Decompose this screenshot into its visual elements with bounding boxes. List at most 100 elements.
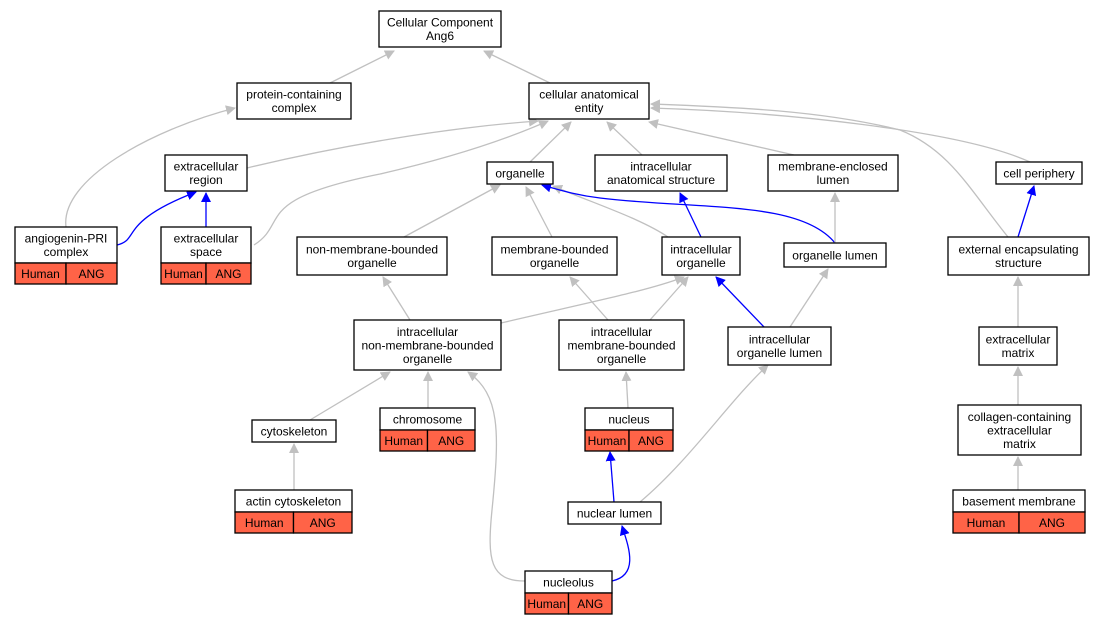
node-label-line: extracellular: [174, 160, 239, 174]
edge-membrane-bounded-organelle-to-organelle: [525, 186, 553, 238]
node-box: [164, 154, 248, 192]
edge-intracellular-anatomical-structure-to-cellular-anatomical-entity: [606, 121, 643, 156]
node-label-line: actin cytoskeleton: [246, 494, 341, 508]
annotation-gene: ANG: [310, 516, 336, 530]
node-intracellular-non-membrane-bounded-organelle[interactable]: intracellularnon-membrane-boundedorganel…: [353, 319, 502, 371]
node-organelle-lumen[interactable]: organelle lumen: [783, 242, 887, 268]
annotation-gene-cell: [567, 592, 613, 615]
annotation-gene: ANG: [78, 267, 104, 281]
annotation-species: Human: [384, 434, 423, 448]
node-label-line: external encapsulating: [958, 243, 1078, 257]
node-label-line: non-membrane-bounded: [306, 243, 438, 257]
node-label-line: organelle: [597, 352, 647, 366]
node-label-line: anatomical structure: [607, 173, 715, 187]
is-a-edge-line: [525, 186, 553, 238]
node-label-line: organelle: [676, 256, 726, 270]
edge-non-membrane-bounded-organelle-to-organelle: [403, 184, 501, 238]
part-of-edge-line: [605, 451, 616, 503]
part-of-edge-line: [116, 190, 197, 246]
is-a-edge-line: [606, 121, 643, 156]
annotation-gene-cell: [426, 429, 476, 452]
node-label-line: organelle: [403, 352, 453, 366]
edge-intracellular-organelle-lumen-to-organelle-lumen: [789, 268, 829, 328]
edge-intracellular-organelle-lumen-to-intracellular-organelle: [715, 276, 765, 328]
annotation-gene: ANG: [1039, 516, 1065, 530]
edge-extracellular-space-to-cellular-anatomical-entity: [253, 120, 549, 246]
is-a-edge-line: [500, 275, 685, 324]
node-label-line: complex: [272, 101, 317, 115]
node-box: [236, 82, 352, 120]
node-label-line: chromosome: [393, 412, 463, 426]
edge-angiogenin-pri-complex-to-protein-containing-complex: [65, 105, 236, 228]
node-label-line: membrane-enclosed: [778, 160, 887, 174]
node-label-line: organelle: [347, 256, 397, 270]
edge-intracellular-membrane-bounded-organelle-to-membrane-bounded-organelle: [569, 276, 609, 321]
node-cytoskeleton[interactable]: cytoskeleton: [251, 419, 337, 443]
node-label-line: extracellular: [174, 232, 239, 246]
edge-protein-containing-complex-to-root: [329, 50, 395, 84]
node-box: [251, 419, 337, 443]
node-cell-periphery[interactable]: cell periphery: [995, 161, 1083, 185]
node-label-line: structure: [995, 256, 1042, 270]
annotation-gene: ANG: [638, 434, 664, 448]
node-label-line: angiogenin-PRI: [25, 232, 108, 246]
edge-external-encapsulating-structure-to-cell-periphery: [1017, 185, 1037, 238]
node-label-line: intracellular: [670, 243, 731, 257]
annotation-gene-cell: [65, 262, 118, 285]
is-a-edge-line: [621, 371, 632, 409]
node-organelle[interactable]: organelle: [486, 161, 554, 185]
annotation-species: Human: [967, 516, 1006, 530]
is-a-edge-line: [650, 99, 1009, 238]
node-label-line: collagen-containing: [968, 410, 1071, 424]
node-box: [783, 242, 887, 268]
is-a-edge-line: [309, 371, 391, 421]
node-nuclear-lumen[interactable]: nuclear lumen: [567, 501, 662, 525]
node-box: [353, 319, 502, 371]
is-a-edge-line: [789, 268, 829, 328]
node-label-line: intracellular: [397, 325, 458, 339]
node-label-line: complex: [44, 245, 89, 259]
is-a-edge-line: [552, 184, 669, 238]
node-label-line: cytoskeleton: [261, 424, 328, 438]
edge-nucleolus-to-intracellular-non-membrane-bounded-organelle: [467, 371, 526, 582]
node-label-line: non-membrane-bounded: [361, 338, 493, 352]
is-a-edge-line: [253, 120, 549, 246]
node-label-line: organelle: [530, 256, 580, 270]
node-box: [661, 236, 741, 276]
is-a-edge-line: [569, 276, 609, 321]
node-label-line: nucleus: [608, 412, 649, 426]
node-box: [957, 404, 1082, 456]
edge-nucleus-to-intracellular-membrane-bounded-organelle: [621, 371, 632, 409]
edge-external-encapsulating-structure-to-cellular-anatomical-entity: [650, 99, 1009, 238]
node-label-line: cell periphery: [1003, 166, 1074, 180]
edge-organelle-lumen-to-organelle: [541, 182, 836, 244]
node-box: [947, 236, 1090, 276]
node-box: [558, 319, 685, 371]
is-a-edge-line: [382, 276, 411, 321]
is-a-edge-line: [639, 364, 769, 503]
node-box: [995, 161, 1083, 185]
node-box: [594, 154, 728, 192]
